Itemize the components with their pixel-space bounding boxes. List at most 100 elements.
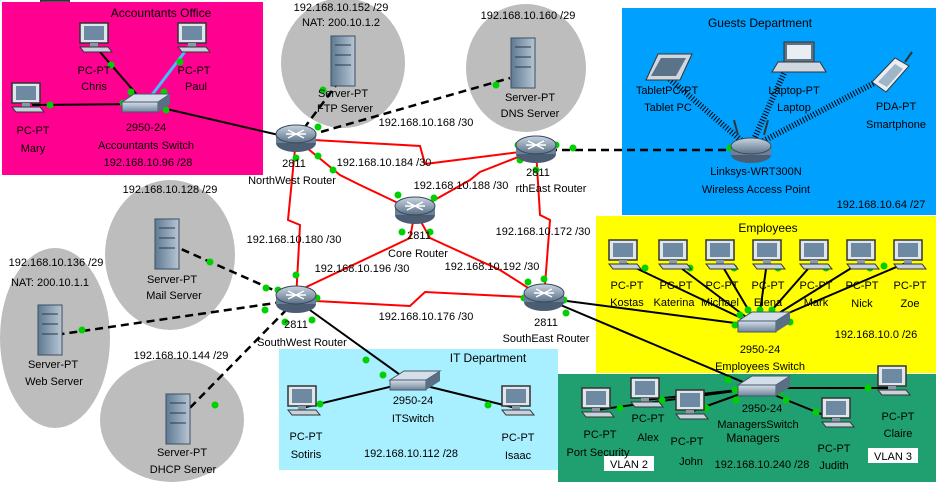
pc-icon bbox=[500, 385, 536, 416]
pc-mark-model: PC-PT bbox=[800, 280, 833, 292]
server-web-subnet: 192.168.10.136 /29 bbox=[9, 257, 104, 269]
tablet-icon bbox=[645, 53, 693, 81]
zone-employees-subnet: 192.168.10.0 /26 bbox=[835, 329, 918, 341]
router-northeast[interactable]: 2811 rthEast Router bbox=[515, 135, 587, 195]
pc-icon bbox=[845, 239, 881, 270]
device-laptop[interactable]: Laptop-PT Laptop bbox=[768, 41, 827, 114]
pc-icon bbox=[10, 82, 46, 113]
server-web-name: Web Server bbox=[25, 376, 83, 388]
server-dns-name: DNS Server bbox=[501, 108, 560, 120]
pc-portsec-model: PC-PT bbox=[584, 429, 617, 441]
pc-devices: PC-PTChrisPC-PTPaulPC-PTMaryPC-PTKostasP… bbox=[10, 22, 928, 472]
pc-paul-model: PC-PT bbox=[178, 65, 211, 77]
server-mail-subnet: 192.168.10.128 /29 bbox=[123, 184, 218, 196]
router-southwest[interactable]: 2811 SouthWest Router bbox=[257, 285, 347, 349]
link-web bbox=[54, 298, 297, 337]
pc-zoe-name: Zoe bbox=[901, 298, 920, 310]
pc-icon bbox=[704, 239, 740, 270]
vlan3-label: VLAN 3 bbox=[874, 451, 912, 463]
pc-icon bbox=[892, 239, 928, 270]
pc-icon bbox=[751, 239, 787, 270]
pc-john-model: PC-PT bbox=[671, 436, 704, 448]
pc-mark-name: Mark bbox=[804, 297, 829, 309]
device-laptop-model: Laptop-PT bbox=[768, 85, 820, 97]
switch-managers[interactable]: 2950-24 ManagersSwitch bbox=[717, 375, 799, 431]
pc-judith-model: PC-PT bbox=[818, 443, 851, 455]
router-northeast-model: 2811 bbox=[526, 167, 550, 179]
switch-accountants[interactable]: 2950-24 Accountants Switch bbox=[98, 93, 194, 152]
switch-icon bbox=[120, 93, 172, 113]
pc-alex-name: Alex bbox=[637, 432, 659, 444]
link-sw-se bbox=[295, 290, 545, 308]
router-northwest[interactable]: 2811 NorthWest Router bbox=[248, 124, 336, 187]
pc-john[interactable]: PC-PT John bbox=[671, 389, 710, 468]
zone-it-subnet: 192.168.10.112 /28 bbox=[364, 448, 458, 460]
server-dhcp-model: Server-PT bbox=[157, 447, 207, 459]
zone-guests: Guests Department 192.168.10.64 /27 bbox=[622, 8, 936, 215]
zone-accountants: Accountants Office 192.168.10.96 /28 bbox=[2, 2, 263, 175]
pc-nick[interactable]: PC-PT Nick bbox=[845, 239, 881, 310]
switch-employees[interactable]: 2950-24 Employees Switch bbox=[715, 311, 805, 373]
pc-nick-model: PC-PT bbox=[846, 280, 879, 292]
pc-icon bbox=[176, 22, 212, 53]
device-tablet-model: TabletPC-PT bbox=[636, 85, 699, 97]
pc-nick-name: Nick bbox=[851, 298, 873, 310]
device-tablet[interactable]: TabletPC-PT Tablet PC bbox=[636, 53, 699, 114]
switch-accountants-name: Accountants Switch bbox=[98, 140, 194, 152]
wireless-access-point[interactable]: Linksys-WRT300N Wireless Access Point bbox=[702, 119, 810, 196]
switch-it[interactable]: 2950-24 ITSwitch bbox=[388, 370, 442, 425]
router-core-name: Core Router bbox=[388, 248, 448, 260]
link-mail bbox=[171, 243, 297, 302]
server-icon bbox=[510, 37, 536, 89]
pc-icon bbox=[580, 387, 616, 418]
server-dhcp[interactable]: 192.168.10.144 /29 Server-PT DHCP Server bbox=[134, 350, 229, 476]
pc-sotiris-name: Sotiris bbox=[291, 449, 322, 461]
pc-isaac-model: PC-PT bbox=[502, 432, 535, 444]
link-kostas bbox=[622, 261, 759, 327]
router-icon bbox=[523, 283, 565, 311]
server-mail[interactable]: 192.168.10.128 /29 Server-PT Mail Server bbox=[123, 184, 218, 302]
device-smartphone[interactable]: PDA-PT Smartphone bbox=[866, 51, 926, 131]
pc-icon bbox=[674, 389, 710, 420]
wlink-pda bbox=[748, 77, 882, 151]
pc-icon bbox=[78, 22, 114, 53]
server-icon bbox=[37, 304, 63, 356]
router-southeast[interactable]: 2811 SouthEast Router bbox=[503, 283, 590, 345]
server-dhcp-subnet: 192.168.10.144 /29 bbox=[134, 350, 229, 362]
server-web[interactable]: 192.168.10.136 /29 NAT: 200.10.1.1 Serve… bbox=[9, 257, 104, 388]
pc-isaac[interactable]: PC-PT Isaac bbox=[500, 385, 536, 462]
router-core[interactable]: 2811 Core Router bbox=[388, 196, 448, 260]
server-icon bbox=[165, 393, 191, 445]
pc-katerina-name: Katerina bbox=[654, 297, 696, 309]
pc-sotiris[interactable]: PC-PT Sotiris bbox=[286, 385, 323, 461]
vlan2-badge bbox=[604, 456, 654, 471]
server-ftp-subnet: 192.168.10.152 /29 bbox=[294, 2, 389, 14]
pc-mary-model: PC-PT bbox=[17, 125, 50, 137]
pc-isaac-name: Isaac bbox=[505, 450, 532, 462]
link-katerina bbox=[672, 261, 759, 327]
wireless-links bbox=[663, 58, 882, 151]
server-dns[interactable]: 192.168.10.160 /29 Server-PT DNS Server bbox=[481, 10, 576, 120]
pc-mark[interactable]: PC-PT Mark bbox=[798, 239, 834, 309]
pc-john-name: John bbox=[679, 456, 703, 468]
server-ftp[interactable]: 192.168.10.152 /29 NAT: 200.10.1.2 Serve… bbox=[294, 2, 389, 115]
link-label-sw-core: 192.168.10.196 /30 bbox=[315, 263, 410, 275]
server-dns-model: Server-PT bbox=[505, 92, 555, 104]
switch-employees-model: 2950-24 bbox=[740, 344, 780, 356]
pc-sotiris-model: PC-PT bbox=[290, 431, 323, 443]
pc-chris-model: PC-PT bbox=[78, 65, 111, 77]
pc-icon bbox=[820, 397, 856, 428]
